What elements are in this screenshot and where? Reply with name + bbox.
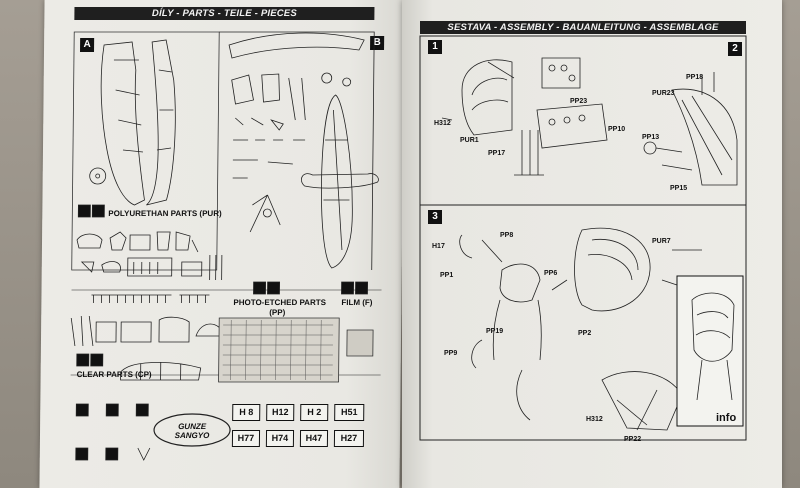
step-2-label: 2: [728, 42, 742, 56]
info-label: info: [716, 412, 737, 424]
paint-code: H51: [334, 404, 365, 421]
callout: PP22: [624, 436, 642, 443]
step-1-label: 1: [428, 40, 442, 54]
callout: PP6: [544, 270, 558, 277]
callout: PP17: [488, 150, 506, 157]
paint-code: H 8: [232, 404, 261, 421]
callout: PP19: [486, 328, 504, 335]
callout: PUR7: [652, 238, 671, 245]
callout: PP18: [686, 74, 704, 81]
gunze-logo: GUNZE SANGYO: [174, 422, 210, 440]
paint-code: H47: [299, 430, 329, 447]
assembly-page: SESTAVA - ASSEMBLY - BAUANLEITUNG - ASSE…: [402, 0, 782, 488]
callout: PP10: [608, 126, 626, 133]
callout: H312: [586, 416, 603, 423]
callout: H312: [434, 120, 451, 127]
callout: H17: [432, 243, 445, 250]
film-title: FILM (F): [341, 298, 373, 307]
callout: PP15: [670, 185, 688, 192]
assembly-header: SESTAVA - ASSEMBLY - BAUANLEITUNG - ASSE…: [420, 21, 746, 34]
paint-code: H77: [231, 430, 261, 447]
paint-code: H74: [265, 430, 295, 447]
callout: PP2: [578, 330, 592, 337]
pur-title: POLYURETHAN PARTS (PUR): [108, 209, 222, 218]
paint-code: H27: [333, 430, 365, 447]
step-3-label: 3: [428, 210, 442, 224]
callout: PP23: [570, 98, 588, 105]
callout: PP13: [642, 134, 660, 141]
paint-code: H12: [266, 404, 295, 421]
parts-drawings: [70, 31, 382, 461]
callout: PP8: [500, 232, 514, 239]
paint-code: H 2: [300, 404, 329, 421]
callout: PP9: [444, 350, 458, 357]
pe-title: PHOTO-ETCHED PARTS: [233, 298, 327, 307]
parts-page: DÍLY - PARTS - TEILE - PIECES A B: [39, 0, 405, 488]
callout: PP1: [440, 272, 454, 279]
callout: PUR23: [652, 90, 675, 97]
assembly-drawings: [419, 35, 747, 441]
callout: PUR1: [460, 137, 479, 144]
pe-subtitle: (PP): [269, 308, 286, 317]
clear-parts-title: CLEAR PARTS (CP): [76, 370, 152, 379]
